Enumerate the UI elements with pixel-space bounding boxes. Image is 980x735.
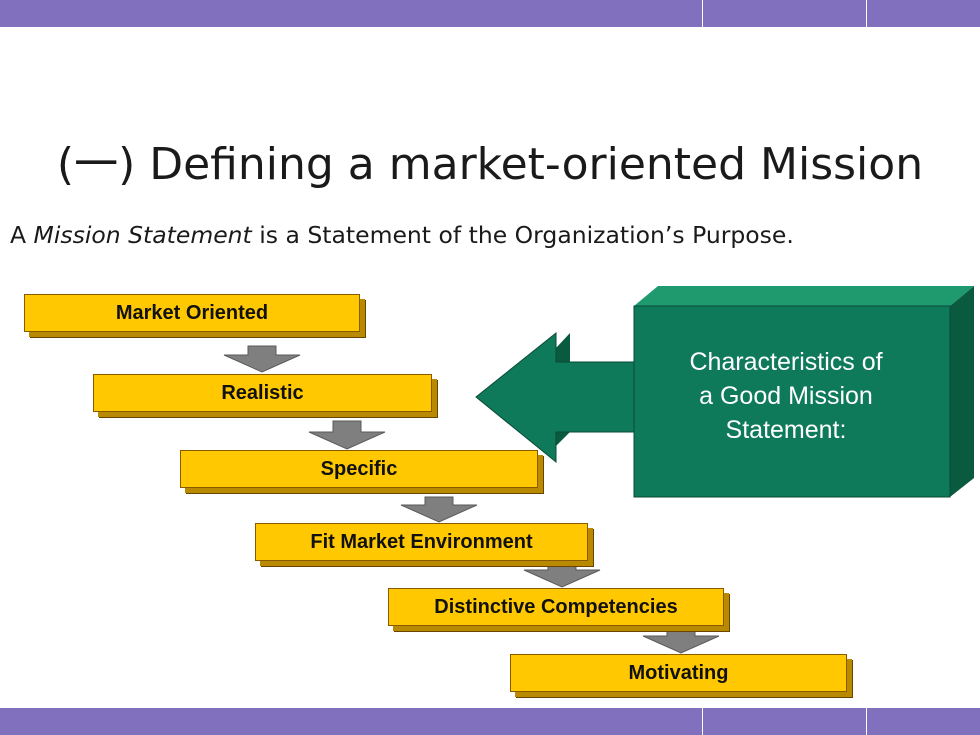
step-fit-market-environment: Fit Market Environment: [255, 523, 588, 561]
step-connector: [223, 345, 301, 373]
slide-title: (一) Defining a market-oriented Mission: [56, 139, 924, 190]
characteristics-box: [633, 305, 951, 498]
characteristics-box-top: [634, 286, 974, 306]
subtitle-suffix: is a Statement of the Organization’s Pur…: [251, 221, 794, 249]
step-connector: [308, 420, 386, 450]
band-divider: [702, 708, 703, 735]
step-specific: Specific: [180, 450, 538, 488]
bottom-band: [0, 708, 980, 735]
top-band: [0, 0, 980, 27]
step-connector: [642, 625, 720, 654]
band-divider: [702, 0, 703, 27]
subtitle-prefix: A: [10, 221, 34, 249]
step-motivating: Motivating: [510, 654, 847, 692]
slide-subtitle: A Mission Statement is a Statement of th…: [10, 221, 975, 249]
characteristics-line: Characteristics of: [689, 348, 883, 376]
step-distinctive-competencies: Distinctive Competencies: [388, 588, 724, 626]
band-divider: [866, 0, 867, 27]
step-label: Motivating: [628, 662, 729, 684]
characteristics-line: Statement:: [725, 416, 847, 444]
step-connector: [400, 496, 478, 523]
step-connector: [523, 560, 601, 588]
step-realistic: Realistic: [93, 374, 432, 412]
characteristics-box-label: Characteristics of a Good Mission Statem…: [636, 345, 936, 447]
step-market-oriented: Market Oriented: [24, 294, 360, 332]
step-label: Realistic: [221, 382, 304, 404]
step-label: Distinctive Competencies: [434, 596, 678, 618]
band-divider: [866, 708, 867, 735]
step-label: Specific: [320, 458, 398, 480]
step-label: Fit Market Environment: [310, 531, 533, 553]
characteristics-box-side: [950, 286, 974, 497]
step-label: Market Oriented: [115, 302, 269, 324]
subtitle-emphasis: Mission Statement: [33, 221, 252, 249]
characteristics-line: a Good Mission: [699, 382, 873, 410]
